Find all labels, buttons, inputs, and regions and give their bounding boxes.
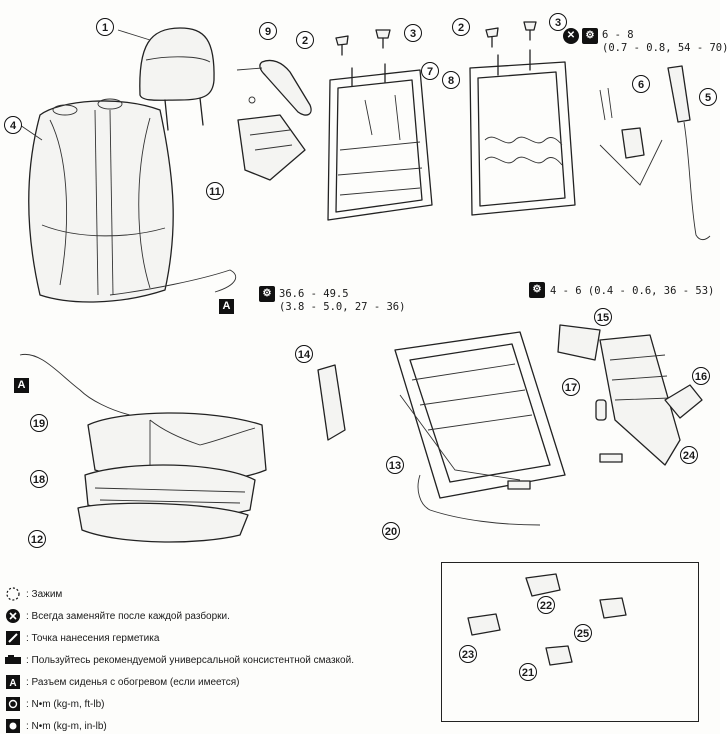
callout-17: 17: [562, 378, 580, 396]
replace-icon: ✕: [563, 28, 579, 44]
seat-cushion: [19, 353, 267, 543]
inset-box: [441, 562, 699, 722]
callout-4: 4: [4, 116, 22, 134]
callout-22: 22: [537, 596, 555, 614]
pins: [335, 21, 537, 56]
harness-parts: [599, 65, 711, 241]
sealant-icon: [4, 631, 22, 645]
legend-text: : N•m (kg-m, in-lb): [26, 720, 107, 732]
connector-a-label: A: [219, 299, 234, 314]
callout-23: 23: [459, 645, 477, 663]
callout-11: 11: [206, 182, 224, 200]
legend-row-torque-inlb: : N•m (kg-m, in-lb): [4, 715, 404, 737]
torque-inlb-icon: ⚙: [582, 28, 598, 44]
legend-row-replace: : Всегда заменяйте после каждой разборки…: [4, 605, 404, 627]
seatback-frame-left: [327, 63, 433, 221]
seatback-frame-right: [469, 49, 576, 216]
legend-text: : Всегда заменяйте после каждой разборки…: [26, 610, 230, 622]
callout-19: 19: [30, 414, 48, 432]
torque-spec-middle-left: 36.6 - 49.5 (3.8 - 5.0, 27 - 36): [279, 288, 406, 313]
clip-icon: [4, 587, 22, 601]
callout-6: 6: [632, 75, 650, 93]
seat-frame: [394, 331, 623, 526]
callout-24: 24: [680, 446, 698, 464]
legend-text: : Пользуйтесь рекомендуемой универсально…: [26, 654, 354, 666]
callout-2a: 2: [296, 31, 314, 49]
callout-9: 9: [259, 22, 277, 40]
callout-20: 20: [382, 522, 400, 540]
seatback-side-parts: [236, 59, 312, 181]
side-trims: [317, 324, 703, 466]
callout-5: 5: [699, 88, 717, 106]
legend-row-torque-ftlb: : N•m (kg-m, ft-lb): [4, 693, 404, 715]
inset-covers: [467, 573, 627, 666]
callout-16: 16: [692, 367, 710, 385]
callout-7: 7: [421, 62, 439, 80]
torque-inlb-icon: ⚙: [529, 282, 545, 298]
torque-ftlb-icon: [4, 697, 22, 711]
connector-a-icon: A: [4, 675, 22, 689]
legend-row-sealant: : Точка нанесения герметика: [4, 627, 404, 649]
legend-text: : N•m (kg-m, ft-lb): [26, 698, 105, 710]
grease-icon: [4, 653, 22, 667]
callout-12: 12: [28, 530, 46, 548]
headrest: [117, 27, 215, 131]
torque-spec-middle-right: 4 - 6 (0.4 - 0.6, 36 - 53): [550, 285, 715, 297]
callout-25: 25: [574, 624, 592, 642]
callout-8: 8: [442, 71, 460, 89]
svg-text:A: A: [9, 678, 16, 689]
legend-text: : Точка нанесения герметика: [26, 632, 160, 644]
legend-text: : Зажим: [26, 588, 63, 600]
callout-3b: 3: [549, 13, 567, 31]
callout-2b: 2: [452, 18, 470, 36]
legend-row-connector: A : Разъем сиденья с обогревом (если име…: [4, 671, 404, 693]
legend-text: : Разъем сиденья с обогревом (если имеет…: [26, 676, 240, 688]
callout-21: 21: [519, 663, 537, 681]
legend-row-grease: : Пользуйтесь рекомендуемой универсально…: [4, 649, 404, 671]
connector-a-label: A: [14, 378, 29, 393]
callout-15: 15: [594, 308, 612, 326]
callout-3a: 3: [404, 24, 422, 42]
callout-14: 14: [295, 345, 313, 363]
torque-ftlb-icon: ⚙: [259, 286, 275, 302]
torque-inlb-icon: [4, 719, 22, 733]
replace-icon: [4, 609, 22, 623]
callout-13: 13: [386, 456, 404, 474]
callout-18: 18: [30, 470, 48, 488]
seatback-cover: [19, 98, 237, 303]
legend-row-clip: : Зажим: [4, 583, 404, 605]
torque-spec-top-right: 6 - 8 (0.7 - 0.8, 54 - 70): [602, 29, 728, 54]
callout-1: 1: [96, 18, 114, 36]
legend: : Зажим : Всегда заменяйте после каждой …: [4, 583, 404, 737]
